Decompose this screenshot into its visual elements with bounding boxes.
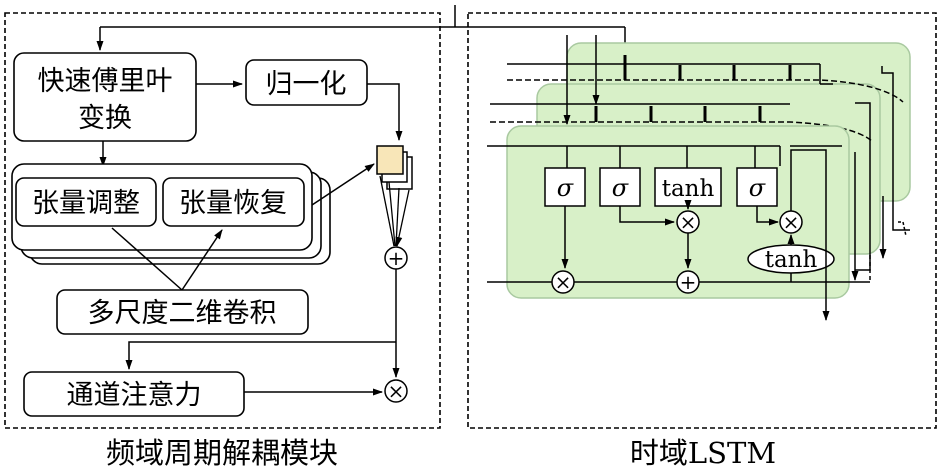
normalize-box bbox=[245, 59, 368, 106]
fft-label-line1: 快速傅里叶 bbox=[38, 66, 173, 97]
output-gate-symbol: σ bbox=[749, 174, 766, 202]
candidate-gate-label: tanh bbox=[662, 176, 715, 202]
lstm-module-caption: 时域LSTM bbox=[630, 436, 776, 470]
fft-label-line2: 变换 bbox=[78, 103, 132, 134]
input-gate-symbol: σ bbox=[612, 174, 629, 202]
multiscale-conv-label: 多尺度二维卷积 bbox=[88, 298, 277, 329]
feature-map-stack bbox=[376, 145, 413, 190]
frequency-module-caption: 频域周期解耦模块 bbox=[106, 436, 338, 470]
frequency-module: 快速傅里叶 变换 归一化 张量调整 张量恢复 多尺度二维卷积 bbox=[4, 5, 625, 470]
channel-attention-box bbox=[23, 371, 245, 417]
candidate-gate bbox=[654, 167, 722, 207]
cell-add-symbol: + bbox=[680, 270, 697, 294]
frequency-module-border bbox=[4, 12, 441, 429]
tensor-adjust-label: 张量调整 bbox=[32, 188, 140, 219]
channel-attention-label: 通道注意力 bbox=[67, 380, 202, 411]
output-multiply-symbol: × bbox=[783, 210, 800, 234]
sum-operator-symbol: + bbox=[388, 246, 405, 270]
tensor-restore-label: 张量恢复 bbox=[179, 188, 287, 219]
forget-gate bbox=[544, 167, 586, 207]
forget-multiply-symbol: × bbox=[555, 270, 572, 294]
lstm-module: σ σ tanh σ × × + × tanh bbox=[467, 12, 937, 470]
cell-tanh-label: tanh bbox=[765, 247, 818, 273]
tensor-restore-box bbox=[162, 177, 305, 227]
forget-gate-symbol: σ bbox=[557, 174, 574, 202]
cell-add bbox=[676, 270, 700, 294]
multiply-operator bbox=[384, 379, 408, 403]
fft-box bbox=[13, 52, 197, 142]
tensor-adjust-box bbox=[15, 177, 157, 227]
normalize-label: 归一化 bbox=[266, 69, 347, 100]
lstm-module-border bbox=[467, 12, 937, 429]
forget-multiply bbox=[551, 270, 575, 294]
multiply-operator-symbol: × bbox=[388, 379, 405, 403]
input-multiply-symbol: × bbox=[680, 210, 697, 234]
